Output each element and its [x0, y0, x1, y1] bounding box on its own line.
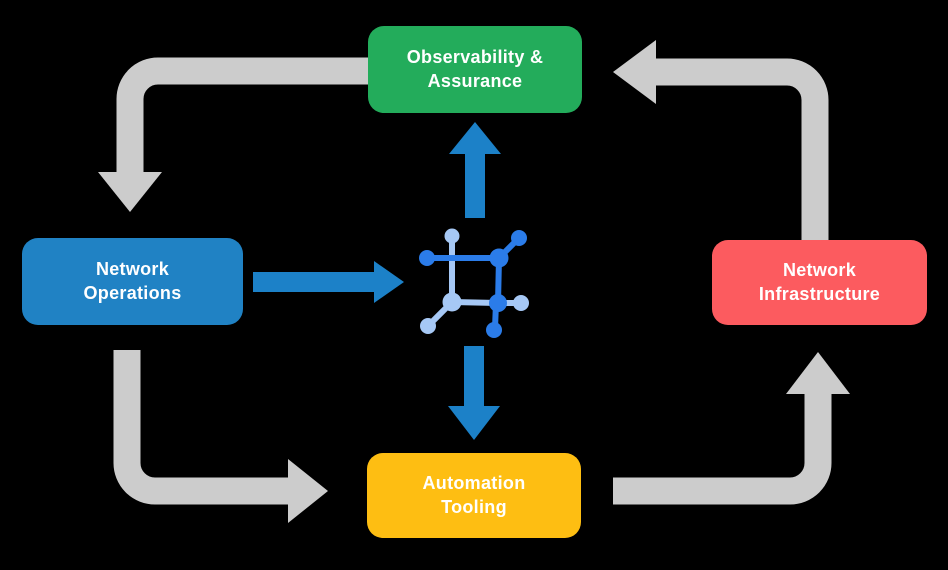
- icon-node-topright: [511, 230, 527, 246]
- arrowhead-left-icon: [613, 40, 656, 104]
- icon-node-bottomleft: [420, 318, 436, 334]
- arrowhead-right-icon: [288, 459, 328, 523]
- icon-node-left: [419, 250, 435, 266]
- node-label-line: Tooling: [441, 496, 507, 517]
- arrow-operations-to-automation: [113, 350, 328, 523]
- node-label-line: Network: [95, 259, 170, 280]
- node-label-line: Observability &: [406, 47, 544, 68]
- arrowhead-up-icon: [449, 122, 501, 154]
- icon-node-bottom: [486, 322, 502, 338]
- node-label-line: Network: [782, 260, 857, 281]
- arrow-shaft: [613, 394, 832, 505]
- arrow-observability-to-operations: [98, 57, 368, 212]
- arrowhead-down-icon: [448, 406, 500, 440]
- icon-corner-bottomright: [489, 294, 507, 312]
- node-label-line: Operations: [83, 282, 182, 303]
- arrowhead-down-icon: [98, 172, 162, 212]
- node-network-infrastructure: Network Infrastructure: [712, 240, 927, 325]
- node-observability-assurance: Observability & Assurance: [368, 26, 582, 113]
- arrow-infrastructure-to-observability: [613, 40, 829, 240]
- node-automation-tooling: Automation Tooling: [367, 453, 581, 538]
- network-automation-mesh-icon: [419, 228, 529, 338]
- icon-corner-bottomleft: [442, 292, 462, 312]
- arrow-operations-to-center: [253, 261, 404, 303]
- icon-node-top: [444, 228, 460, 244]
- arrowhead-up-icon: [786, 352, 850, 394]
- node-network-operations: Network Operations: [22, 238, 243, 325]
- icon-node-right: [513, 295, 529, 311]
- arrowhead-right-icon: [374, 261, 404, 303]
- icon-corner-topright: [489, 248, 509, 268]
- arrow-shaft: [113, 350, 288, 505]
- node-label-line: Automation: [422, 473, 526, 494]
- arrow-shaft: [656, 58, 829, 240]
- arrow-shaft: [116, 57, 368, 174]
- node-label-line: Infrastructure: [758, 283, 881, 304]
- arrow-center-to-automation: [448, 346, 500, 440]
- arrow-center-to-observability: [449, 122, 501, 218]
- arrow-automation-to-infrastructure: [613, 352, 850, 505]
- node-label-line: Assurance: [427, 70, 523, 91]
